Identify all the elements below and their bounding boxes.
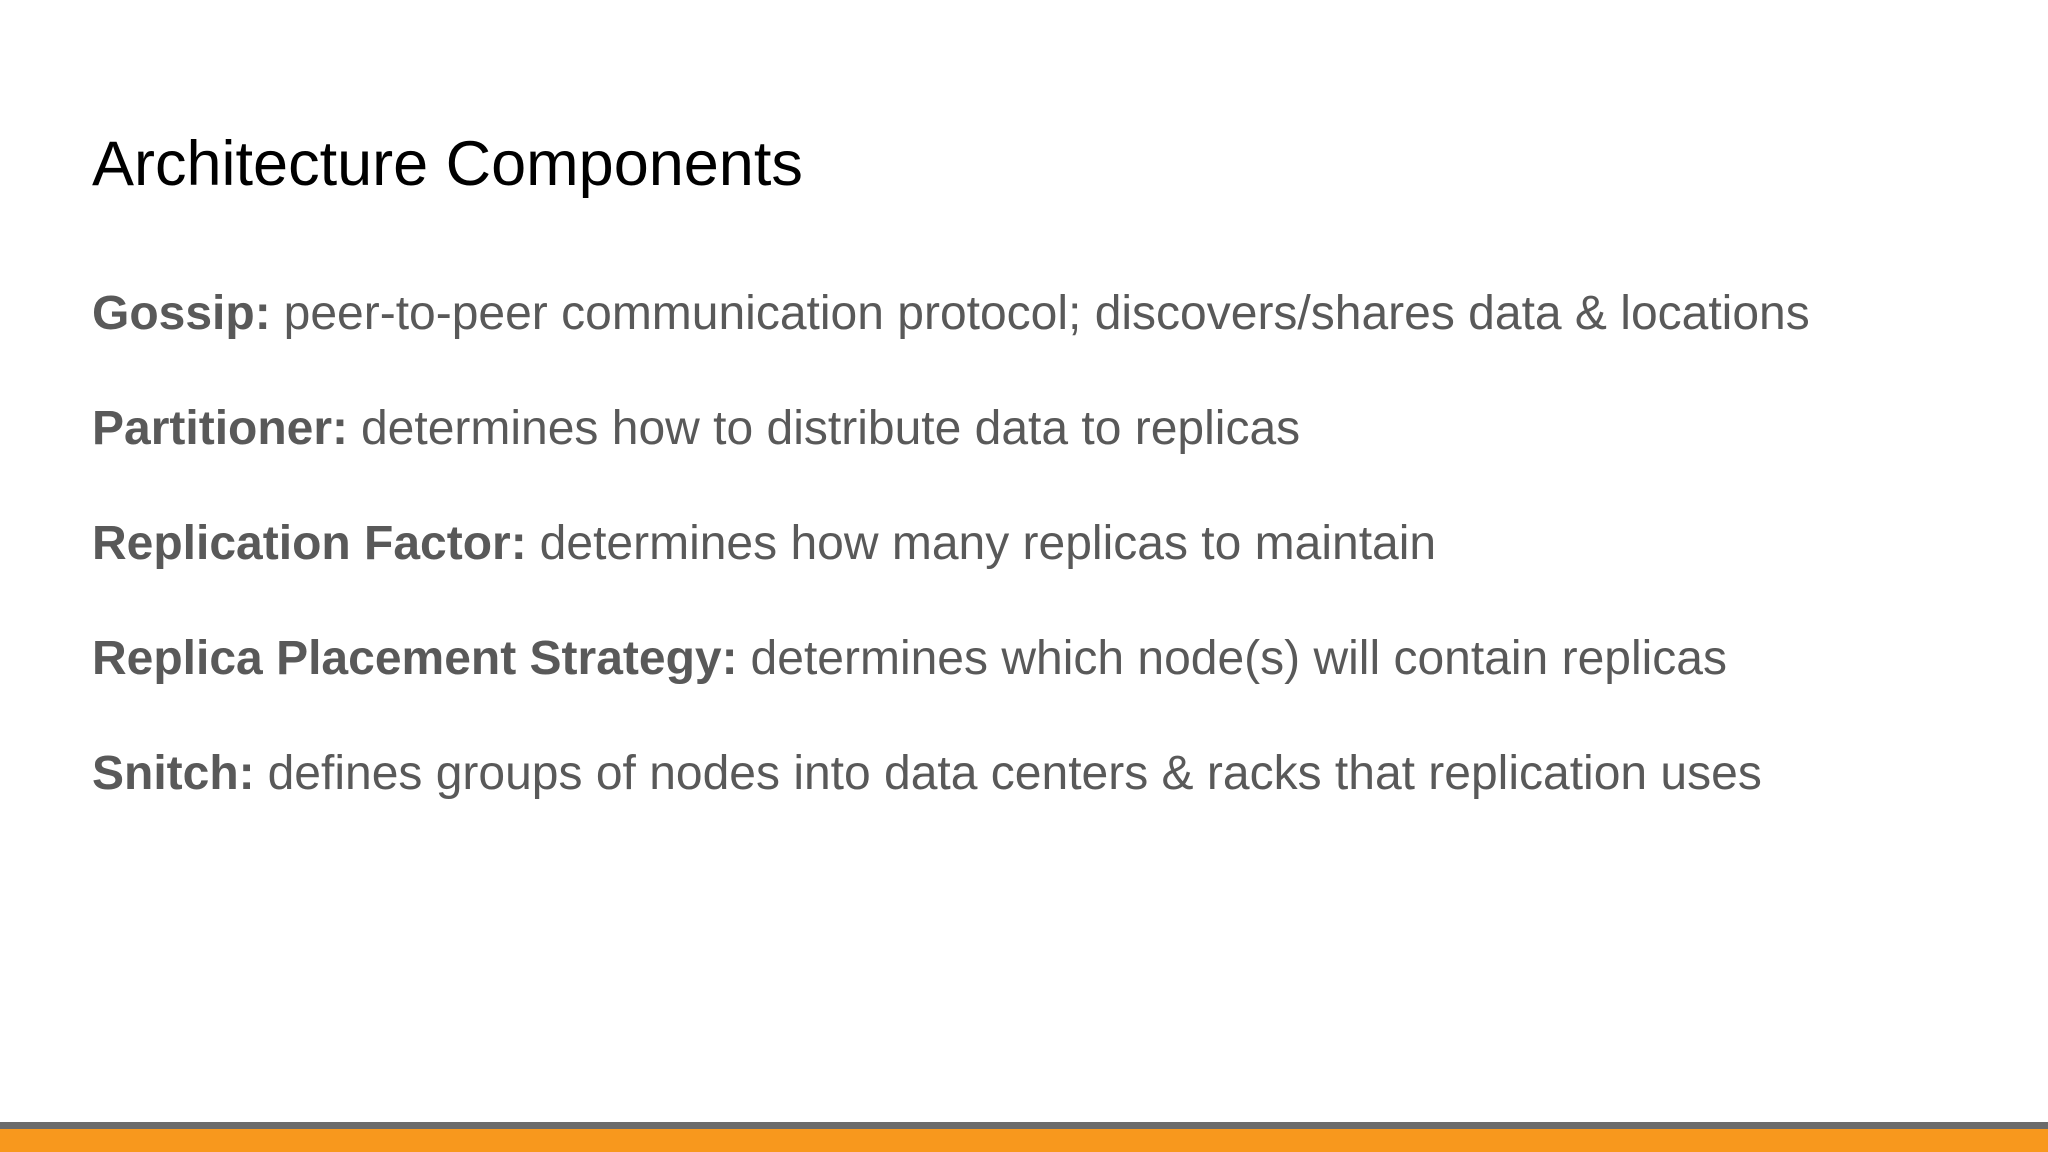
bullet-line-replication-factor: Replication Factor:determines how many r…: [92, 486, 2008, 601]
bullet-line-snitch: Snitch:defines groups of nodes into data…: [92, 716, 2008, 831]
footer-accent-bar: [0, 1129, 2048, 1152]
bullet-term: Replication Factor:: [92, 517, 527, 570]
bullet-term: Snitch:: [92, 747, 255, 800]
bullet-line-replica-placement-strategy: Replica Placement Strategy:determines wh…: [92, 601, 2008, 716]
slide-title: Architecture Components: [92, 129, 803, 199]
bullet-term: Replica Placement Strategy:: [92, 632, 738, 685]
bullet-description: determines which node(s) will contain re…: [750, 632, 1727, 685]
bullet-description: peer-to-peer communication protocol; dis…: [283, 287, 1810, 340]
bullet-description: defines groups of nodes into data center…: [267, 747, 1762, 800]
bullet-list: Gossip:peer-to-peer communication protoc…: [92, 256, 2008, 831]
bullet-line-partitioner: Partitioner:determines how to distribute…: [92, 371, 2008, 486]
bullet-description: determines how many replicas to maintain: [539, 517, 1437, 570]
bullet-description: determines how to distribute data to rep…: [360, 402, 1301, 455]
bullet-line-gossip: Gossip:peer-to-peer communication protoc…: [92, 256, 2008, 371]
bullet-term: Gossip:: [92, 287, 271, 340]
bullet-term: Partitioner:: [92, 402, 349, 455]
footer-divider: [0, 1122, 2048, 1129]
